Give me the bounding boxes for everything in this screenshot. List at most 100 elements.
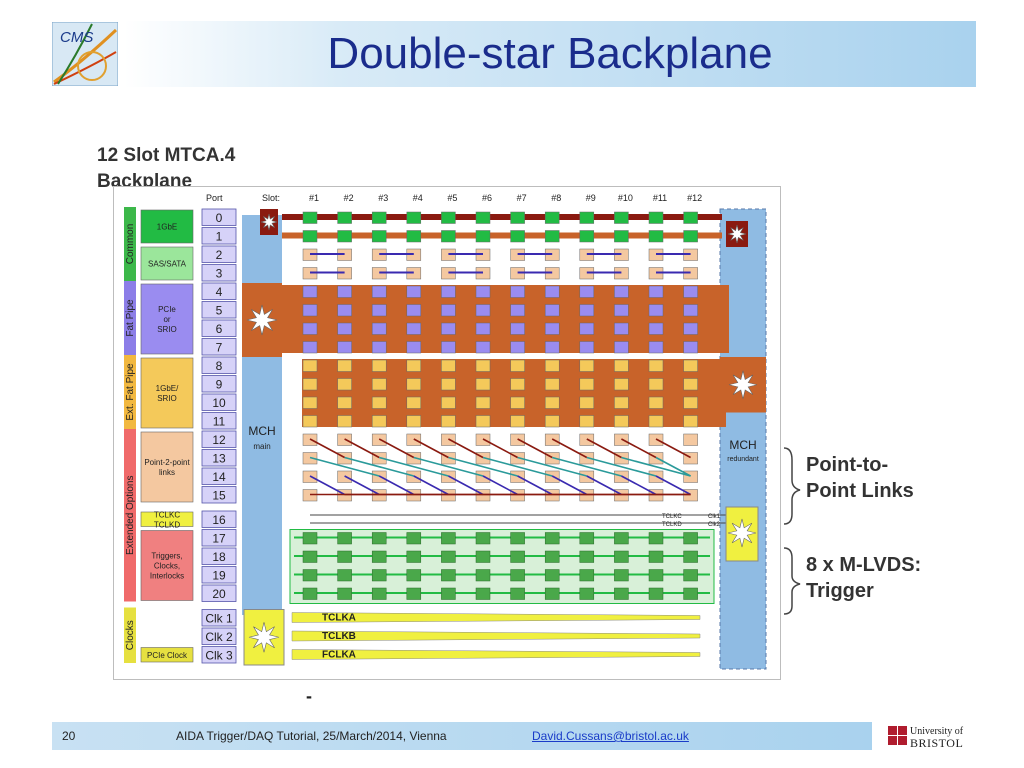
gbe-bus <box>282 214 722 220</box>
slide-title: Double-star Backplane <box>327 29 773 78</box>
slot-port <box>302 378 318 391</box>
slot-port <box>579 359 595 372</box>
slot-port <box>648 378 664 391</box>
slot-port <box>648 396 664 409</box>
p2p-link <box>309 456 380 477</box>
slot-port <box>441 322 456 335</box>
slot-port <box>337 230 352 243</box>
group-bar <box>124 281 136 355</box>
mlvds-port <box>371 587 387 600</box>
slot-port <box>371 304 387 317</box>
mlvds-port <box>302 550 318 563</box>
slot-label: #1 <box>309 193 319 203</box>
p2p-link <box>586 438 622 459</box>
port-label: 19 <box>212 569 226 583</box>
group-bar <box>124 355 136 429</box>
port-label: 3 <box>216 267 223 281</box>
port-label: 6 <box>216 322 223 336</box>
clock-line-label: FCLKA <box>322 650 356 661</box>
port-box <box>201 467 237 485</box>
port-box <box>201 510 237 528</box>
mlvds-port <box>371 550 387 563</box>
group-label: Extended Options <box>125 476 136 556</box>
function-label: Clocks, <box>154 562 180 571</box>
port-label: Clk 3 <box>205 649 233 663</box>
port-box <box>201 264 237 282</box>
mlvds-port <box>579 532 595 545</box>
p2p-link <box>517 475 553 496</box>
slot-port <box>371 322 387 335</box>
slot-port <box>371 378 387 391</box>
slot-port <box>683 322 698 335</box>
p2p-link <box>586 456 657 477</box>
p2p-link <box>551 438 588 459</box>
slot-port <box>648 341 664 354</box>
mlvds-port <box>302 532 318 545</box>
function-label: Interlocks <box>150 572 184 581</box>
mlvds-port <box>683 532 698 545</box>
slot-port <box>683 433 698 446</box>
slot-port <box>441 211 456 224</box>
slot-port <box>406 230 422 243</box>
function-label: Point-2-point <box>144 458 190 467</box>
bristol-logo: University of BRISTOL <box>888 726 964 750</box>
mlvds-port <box>648 532 664 545</box>
mch-redundant-label: MCH <box>729 438 756 452</box>
slot-port <box>544 359 560 372</box>
slot-port <box>614 230 629 243</box>
slot-port <box>683 470 698 483</box>
mlvds-port <box>337 569 352 582</box>
slot-label: #8 <box>551 193 561 203</box>
mlvds-port <box>614 532 629 545</box>
p2p-link <box>655 475 691 496</box>
slot-port <box>614 304 629 317</box>
slot-label: #6 <box>482 193 492 203</box>
slot-port <box>544 378 560 391</box>
slot-port <box>406 304 422 317</box>
slot-label: #9 <box>586 193 596 203</box>
slot-port <box>648 415 664 428</box>
port-box <box>201 609 237 627</box>
ext-fatpipe-switch-star <box>728 370 758 399</box>
p2p-line-1: Point-to- <box>806 454 889 476</box>
cms-logo: CMS <box>52 22 118 86</box>
port-label: 10 <box>212 396 226 410</box>
slot-port <box>337 211 352 224</box>
p2p-link <box>413 475 449 496</box>
mlvds-port <box>683 569 698 582</box>
mlvds-port <box>648 569 664 582</box>
slot-port <box>475 322 491 335</box>
slot-port <box>302 285 318 298</box>
slot-port <box>475 359 491 372</box>
slot-label: #12 <box>687 193 702 203</box>
slot-port <box>544 230 560 243</box>
slot-port <box>371 230 387 243</box>
email-link[interactable]: David.Cussans@bristol.ac.uk <box>532 729 689 743</box>
slot-port <box>302 230 318 243</box>
port-box <box>201 227 237 245</box>
slot-port <box>475 230 491 243</box>
mlvds-port <box>510 550 525 563</box>
slot-port <box>406 341 422 354</box>
mlvds-line-2: Trigger <box>806 580 874 602</box>
slot-port <box>475 285 491 298</box>
function-block <box>140 647 194 663</box>
slot-port <box>510 211 525 224</box>
port-label: 15 <box>212 489 226 503</box>
p2p-link <box>621 456 691 477</box>
port-header: Port <box>206 193 223 203</box>
port-box <box>201 584 237 602</box>
slot-port <box>544 341 560 354</box>
port-box <box>201 393 237 411</box>
slot-port <box>683 285 698 298</box>
port-label: Clk 1 <box>205 612 233 626</box>
slot-port <box>302 322 318 335</box>
clk2-label: Clk2 <box>708 522 721 528</box>
slot-port <box>337 322 352 335</box>
mlvds-port <box>441 532 456 545</box>
caption-line-1: 12 Slot MTCA.4 <box>97 145 236 166</box>
footer-bar: 20 AIDA Trigger/DAQ Tutorial, 25/March/2… <box>52 722 872 750</box>
mlvds-region <box>289 529 715 604</box>
mlvds-port <box>614 550 629 563</box>
